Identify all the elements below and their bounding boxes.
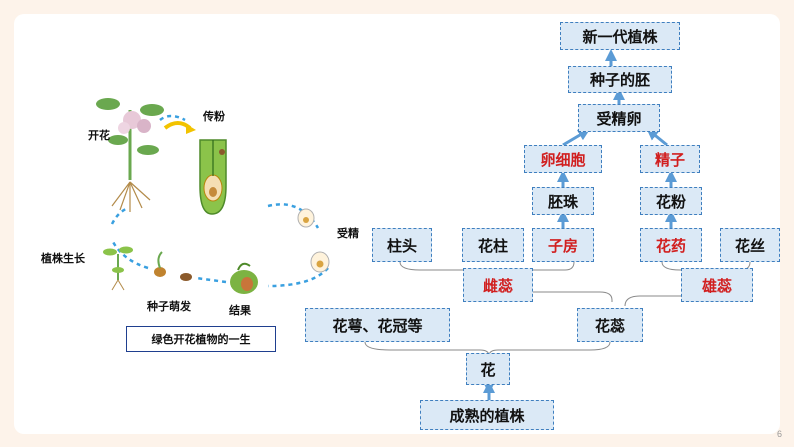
arrow-egg-to-zygote [562, 128, 591, 147]
box-flower: 花 [466, 353, 510, 385]
page-number: 6 [776, 429, 782, 439]
box-sperm: 精子 [640, 145, 700, 173]
box-sepal-petal: 花萼、花冠等 [305, 308, 450, 342]
box-pollen: 花粉 [640, 187, 702, 215]
box-stamen: 雄蕊 [681, 268, 753, 302]
seedling-illustration [103, 246, 133, 291]
ovule-illustrations [297, 208, 330, 273]
pistil-section-illustration [199, 139, 227, 215]
cycle-arc-seed [195, 276, 227, 284]
box-ovule: 胚珠 [532, 187, 594, 215]
cycle-arc-return [110, 206, 129, 225]
label-growth: 植株生长 [41, 252, 85, 265]
cycle-arrows [110, 114, 329, 288]
box-ovary: 子房 [532, 228, 594, 262]
box-anther: 花药 [640, 228, 702, 262]
box-pistil: 雌蕊 [463, 268, 533, 302]
arrow-sperm-to-zygote [646, 128, 668, 147]
box-new-generation: 新一代植株 [560, 22, 680, 50]
box-zygote: 受精卵 [578, 104, 660, 132]
seed-illustrations [154, 251, 192, 281]
box-style: 花柱 [462, 228, 524, 262]
box-mature-plant: 成熟的植株 [420, 400, 554, 430]
box-embryo: 种子的胚 [568, 66, 672, 93]
label-flowering: 开花 [88, 129, 110, 142]
cycle-arc-grow [110, 239, 149, 270]
label-fruiting: 结果 [229, 304, 251, 317]
label-pollination: 传粉 [203, 110, 225, 123]
cycle-arc-fruit [267, 267, 329, 288]
box-stigma: 柱头 [372, 228, 432, 262]
pollination-arrowhead [186, 124, 196, 134]
box-egg-cell: 卵细胞 [524, 145, 602, 173]
cycle-arc-pollinate [159, 114, 186, 122]
label-germination: 种子萌发 [147, 300, 191, 313]
box-pistil-stamen: 花蕊 [577, 308, 643, 342]
box-filament: 花丝 [720, 228, 780, 262]
flowering-plant-illustration [96, 98, 164, 212]
lifecycle-caption: 绿色开花植物的一生 [126, 326, 276, 352]
fruit-illustration [230, 262, 258, 294]
label-fertilization: 受精 [337, 227, 359, 240]
